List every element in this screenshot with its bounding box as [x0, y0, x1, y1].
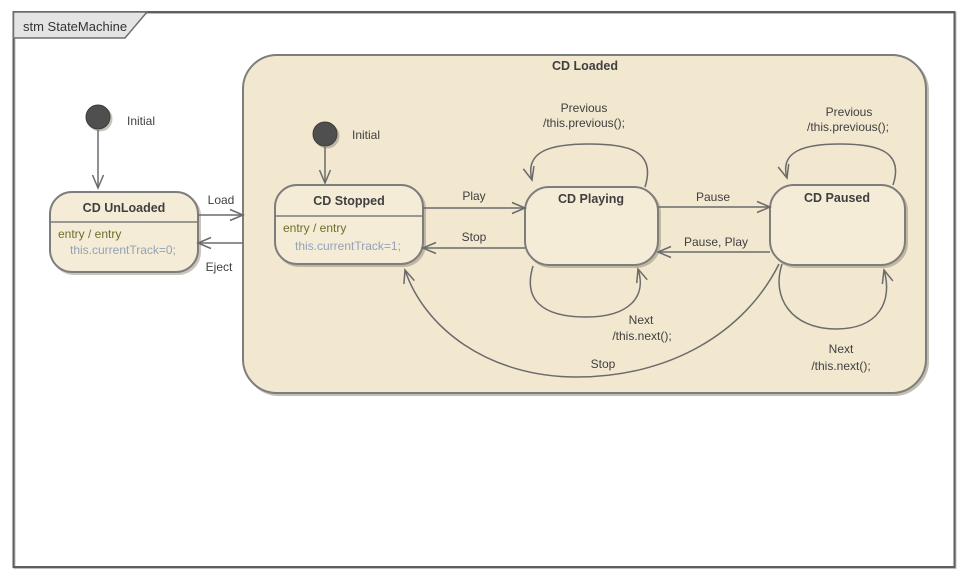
transition-previous-paused-trigger[interactable]: Previous — [826, 105, 873, 119]
transition-previous-playing-effect[interactable]: /this.previous(); — [543, 116, 625, 130]
state-cd-stopped: CD Stopped entry / entry this.currentTra… — [274, 184, 424, 265]
state-cd-unloaded-title: CD UnLoaded — [83, 201, 166, 215]
transition-pause-label[interactable]: Pause — [696, 190, 730, 204]
frame-title: stm StateMachine — [23, 19, 127, 34]
state-cd-stopped-title: CD Stopped — [313, 194, 385, 208]
transition-eject: Eject — [196, 236, 243, 274]
state-cd-playing-shape[interactable] — [524, 186, 659, 266]
state-cd-paused-shape[interactable] — [769, 184, 906, 266]
state-cd-stopped-shape[interactable] — [274, 184, 424, 265]
state-cd-unloaded-shape[interactable] — [49, 191, 199, 273]
transition-stop-label[interactable]: Stop — [462, 230, 487, 244]
state-cd-unloaded-entry: entry / entry — [58, 227, 121, 241]
transition-pause: Pause — [658, 190, 772, 214]
transition-next-paused-effect[interactable]: /this.next(); — [811, 359, 870, 373]
state-cd-stopped-action: this.currentTrack=1; — [295, 239, 401, 253]
transition-next-playing-trigger[interactable]: Next — [629, 313, 654, 327]
transition-stop-loaded-label[interactable]: Stop — [591, 357, 616, 371]
state-cd-paused-title: CD Paused — [804, 191, 870, 205]
state-cd-playing-title: CD Playing — [558, 192, 624, 206]
transition-pause-play: Pause, Play — [656, 235, 770, 259]
initial-node-outer-shape[interactable] — [85, 104, 111, 130]
initial-node-inner-label: Initial — [352, 128, 380, 142]
initial-node-inner: Initial — [312, 121, 380, 185]
diagram-frame: stm StateMachine — [12, 11, 956, 568]
transition-previous-playing-line[interactable] — [522, 143, 649, 188]
transition-previous-playing: Previous /this.previous(); — [522, 101, 649, 188]
transition-previous-playing-trigger[interactable]: Previous — [561, 101, 608, 115]
frame-border — [12, 11, 956, 568]
transition-stop-loaded: Stop — [403, 263, 780, 378]
frame-tab — [12, 11, 149, 39]
transition-next-playing-effect[interactable]: /this.next(); — [612, 329, 671, 343]
state-cd-playing: CD Playing — [524, 186, 659, 266]
state-cd-unloaded-action: this.currentTrack=0; — [70, 243, 176, 257]
state-cd-loaded-title: CD Loaded — [552, 59, 618, 73]
state-cd-stopped-entry: entry / entry — [283, 221, 346, 235]
state-cd-unloaded: CD UnLoaded entry / entry this.currentTr… — [49, 191, 199, 273]
transition-load-label[interactable]: Load — [208, 193, 235, 207]
transition-next-paused-line[interactable] — [778, 263, 894, 330]
transition-stop: Stop — [421, 230, 525, 255]
transition-previous-paused-line[interactable] — [777, 143, 897, 186]
transition-pause-play-label[interactable]: Pause, Play — [684, 235, 748, 249]
transition-next-paused: Next /this.next(); — [778, 263, 894, 373]
transition-next-paused-trigger[interactable]: Next — [829, 342, 854, 356]
transition-stop-loaded-line[interactable] — [403, 263, 780, 378]
transition-play-label[interactable]: Play — [462, 189, 485, 203]
initial-node-outer: Initial — [85, 104, 155, 190]
transition-play: Play — [423, 189, 527, 215]
state-cd-paused: CD Paused — [769, 184, 906, 266]
transition-eject-label[interactable]: Eject — [206, 260, 233, 274]
initial-node-inner-shape[interactable] — [312, 121, 338, 147]
transition-previous-paused-effect[interactable]: /this.previous(); — [807, 120, 889, 134]
transition-load: Load — [198, 193, 245, 222]
transition-next-playing: Next /this.next(); — [529, 265, 672, 343]
initial-node-outer-label: Initial — [127, 114, 155, 128]
transition-next-playing-line[interactable] — [529, 265, 648, 318]
transition-previous-paused: Previous /this.previous(); — [777, 105, 897, 186]
